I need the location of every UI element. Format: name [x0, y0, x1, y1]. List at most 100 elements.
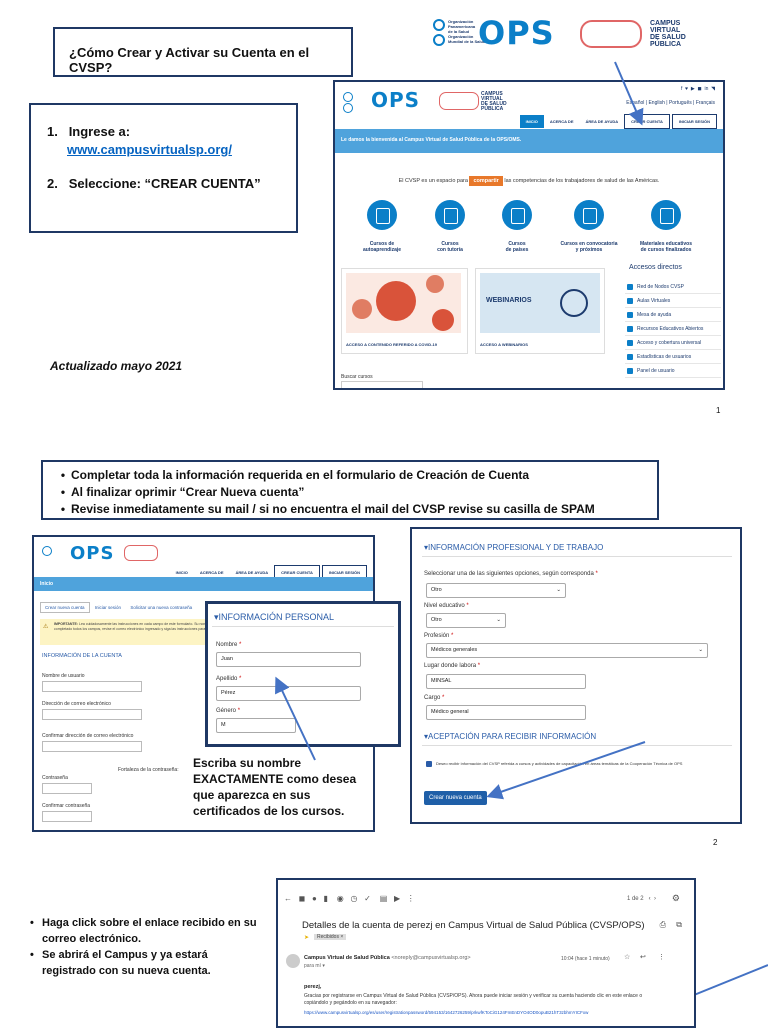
nav-ayuda[interactable]: ÁREA DE AYUDA — [235, 570, 269, 575]
nav-iniciar-sesion[interactable]: INICIAR SESIÓN — [671, 114, 717, 129]
email-subject: Detalles de la cuenta de perezj en Campu… — [302, 920, 645, 931]
category-select[interactable]: Otro⌄ — [426, 583, 566, 598]
professional-head-text: INFORMACIÓN PROFESIONAL Y DE TRABAJO — [428, 543, 604, 552]
more-icon[interactable]: ⋮ — [406, 894, 415, 903]
lang-es[interactable]: Español — [626, 100, 645, 106]
profession-select[interactable]: Médicos generales⌄ — [426, 643, 708, 658]
caption-line: que aparezca en sus — [193, 788, 311, 802]
access-item[interactable]: Acceso y cobertura universal — [625, 336, 721, 350]
recipient-line[interactable]: para mí ▾ — [304, 963, 325, 969]
lang-en[interactable]: English — [648, 100, 665, 106]
youtube-icon[interactable]: ▶ — [690, 86, 695, 92]
campus-url-link[interactable]: www.campusvirtualsp.org/ — [67, 142, 232, 157]
access-item[interactable]: Panel de usuario — [625, 364, 721, 378]
education-label-text: Nivel educativo — [424, 603, 465, 609]
next-icon[interactable]: › — [654, 896, 656, 902]
nav-ayuda[interactable]: ÁREA DE AYUDA — [585, 119, 619, 124]
mark-unread-icon[interactable]: ◉ — [336, 894, 344, 903]
snooze-icon[interactable]: ◷ — [350, 894, 358, 903]
lang-fr[interactable]: Français — [695, 100, 715, 106]
star-icon[interactable]: ☆ — [624, 954, 631, 961]
tab-login[interactable]: Iniciar sesión — [94, 605, 122, 610]
prev-icon[interactable]: ‹ — [648, 896, 651, 902]
password-strength: Fortaleza de la contraseña: — [118, 767, 179, 773]
tab-new-password[interactable]: Solicitar una nueva contraseña — [130, 605, 193, 610]
name-input[interactable]: Juan — [216, 652, 361, 667]
profession-label: Profesión * — [424, 633, 454, 639]
covid-card-image — [346, 273, 461, 333]
gender-select[interactable]: M — [216, 718, 296, 733]
inbox-tag[interactable]: Recibidos × — [314, 934, 347, 940]
open-new-window-icon[interactable]: ⧉ — [676, 920, 682, 929]
who-emblem — [433, 34, 445, 46]
nav-crear-cuenta[interactable]: CREAR CUENTA — [624, 114, 670, 129]
accept-checkbox[interactable] — [426, 761, 432, 767]
print-icon[interactable]: ⎙ — [659, 920, 666, 929]
create-account-button[interactable]: Crear nueva cuenta — [424, 791, 487, 805]
confirm-email-input[interactable] — [42, 741, 142, 752]
password-input[interactable] — [42, 783, 92, 794]
search-input[interactable] — [341, 381, 423, 388]
education-select[interactable]: Otro⌄ — [426, 613, 506, 628]
tab-create-account[interactable]: Crear nueva cuenta — [40, 602, 90, 613]
username-input[interactable] — [42, 681, 142, 692]
category-self-learning-icon[interactable] — [367, 200, 397, 230]
access-item[interactable]: Aulas Virtuales — [625, 294, 721, 308]
access-item[interactable]: Mesa de ayuda — [625, 308, 721, 322]
spam-icon[interactable]: ● — [311, 894, 317, 903]
delete-icon[interactable]: ▮ — [323, 894, 328, 903]
important-marker-icon[interactable]: ➤ — [304, 935, 310, 941]
access-item[interactable]: Red de Nodos CVSP — [625, 280, 721, 294]
category-line: con tutoría — [437, 247, 463, 253]
lang-pt[interactable]: Português — [668, 100, 692, 106]
email-input[interactable] — [42, 709, 142, 720]
position-input[interactable]: Médico general — [426, 705, 586, 720]
add-task-icon[interactable]: ✓ — [364, 894, 371, 903]
category-tutor-icon[interactable] — [435, 200, 465, 230]
email-more-icon[interactable]: ⋮ — [658, 954, 665, 961]
covid-card[interactable]: ACCESO A CONTENIDO REFERIDO A COVID-19 — [341, 268, 468, 354]
rss-icon[interactable]: ◥ — [711, 86, 715, 92]
back-arrow-icon[interactable]: ← — [284, 894, 292, 903]
form-breadcrumb-bar: Inicio — [34, 577, 373, 591]
nav-inicio[interactable]: INICIO — [519, 115, 544, 128]
access-item[interactable]: Recursos Educativos Abiertos — [625, 322, 721, 336]
category-upcoming-icon[interactable] — [574, 200, 604, 230]
move-icon[interactable]: ▤ — [379, 894, 388, 903]
form-ops-logo: OPS — [70, 543, 115, 564]
social-icon[interactable]: ◼ — [697, 86, 702, 92]
registration-link[interactable]: https://www.campusvirtualsp.org/es/user/… — [304, 1010, 589, 1015]
webinar-card[interactable]: WEBINARIOS ACCESO A WEBINARIOS — [475, 268, 605, 354]
category-materials-icon[interactable] — [651, 200, 681, 230]
reply-icon[interactable]: ↩ — [640, 954, 646, 961]
settings-icon[interactable]: ⚙ — [671, 893, 680, 903]
archive-icon[interactable]: ◼ — [298, 894, 306, 903]
social-icon[interactable]: ♥ — [685, 86, 689, 92]
username-label: Nombre de usuario — [42, 673, 85, 679]
access-item[interactable]: Estadísticas de usuarios — [625, 350, 721, 364]
category-country-icon[interactable] — [502, 200, 532, 230]
form-tabs: Crear nueva cuenta Iniciar sesión Solici… — [40, 602, 196, 613]
page-number-1: 1 — [716, 406, 721, 415]
breadcrumb[interactable]: Inicio — [40, 581, 54, 587]
facebook-icon[interactable]: f — [680, 86, 683, 92]
label-icon[interactable]: ▶ — [393, 894, 401, 903]
email-pager: 1 de 2 ‹ › — [627, 896, 656, 902]
campus-line: CAMPUS — [481, 91, 503, 97]
form-campus-mark — [124, 545, 158, 561]
confirm-password-input[interactable] — [42, 811, 92, 822]
nav-inicio[interactable]: INICIO — [175, 570, 188, 575]
nav-acerca[interactable]: ACERCA DE — [549, 119, 574, 124]
nav-acerca[interactable]: ACERCA DE — [199, 570, 224, 575]
professional-form-screenshot: ▾INFORMACIÓN PROFESIONAL Y DE TRABAJO Se… — [410, 527, 742, 824]
personal-section-head: ▾INFORMACIÓN PERSONAL — [214, 612, 335, 622]
workplace-input[interactable]: MINSAL — [426, 674, 586, 689]
email-body: Gracias por registrarse en Campus Virtua… — [304, 993, 643, 1006]
linkedin-icon[interactable]: in — [704, 86, 709, 92]
